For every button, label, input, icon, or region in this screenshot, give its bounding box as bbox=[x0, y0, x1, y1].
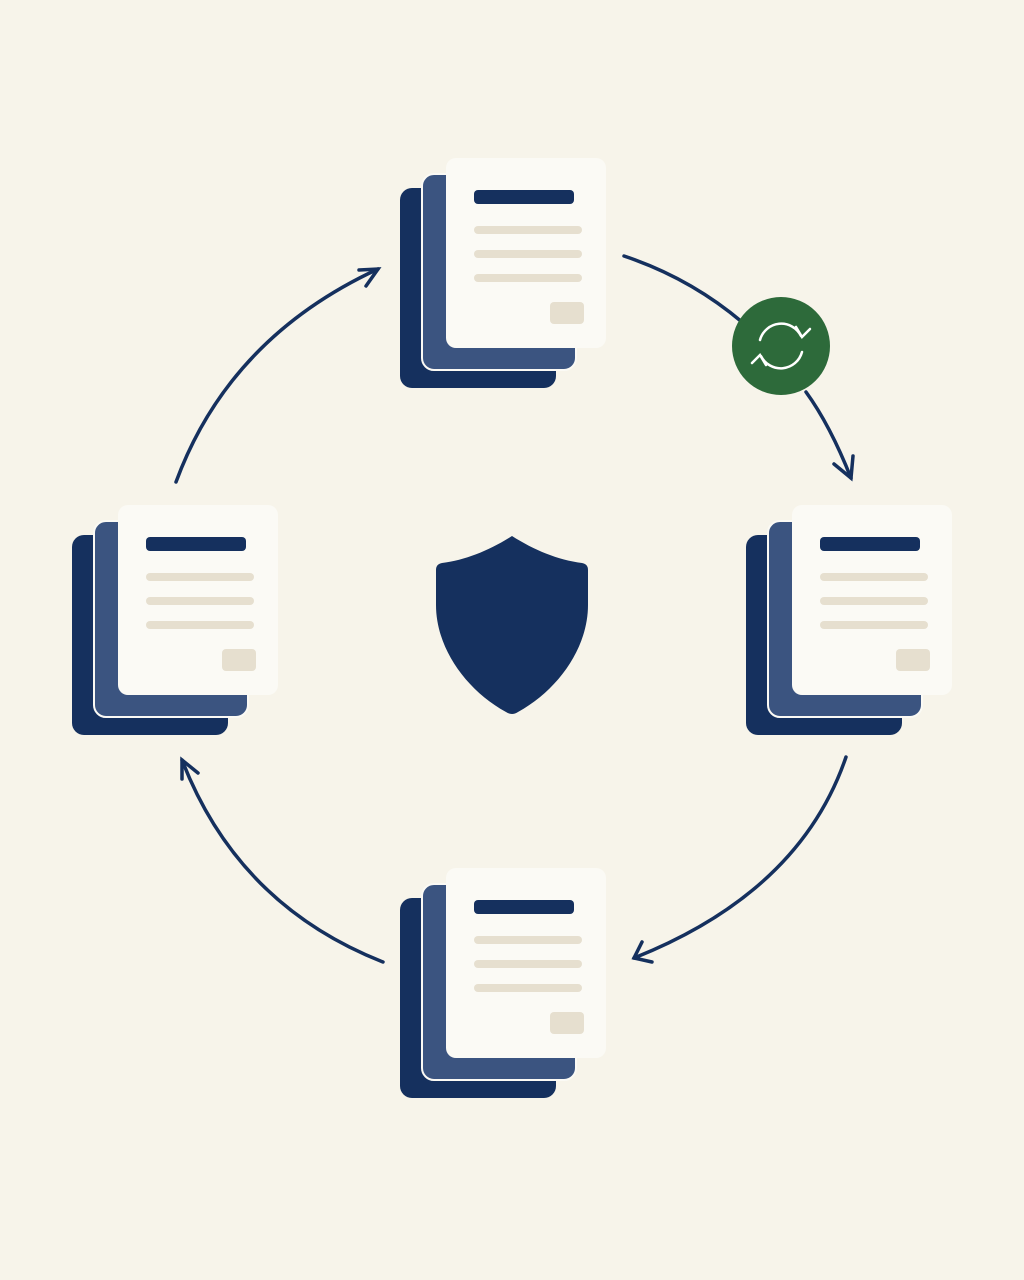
edge-left-to-top bbox=[174, 267, 382, 484]
sync-icon bbox=[732, 297, 830, 395]
document-stack-icon-left bbox=[71, 504, 279, 736]
document-stack-icon-top bbox=[399, 157, 607, 389]
edge-right-to-bottom bbox=[631, 755, 848, 964]
document-stack-icon-right bbox=[745, 504, 953, 736]
edge-bottom-to-left bbox=[180, 756, 385, 964]
document-stack-icon-bottom bbox=[399, 867, 607, 1099]
edge-top-to-right bbox=[622, 254, 855, 482]
shield-icon bbox=[436, 536, 588, 714]
